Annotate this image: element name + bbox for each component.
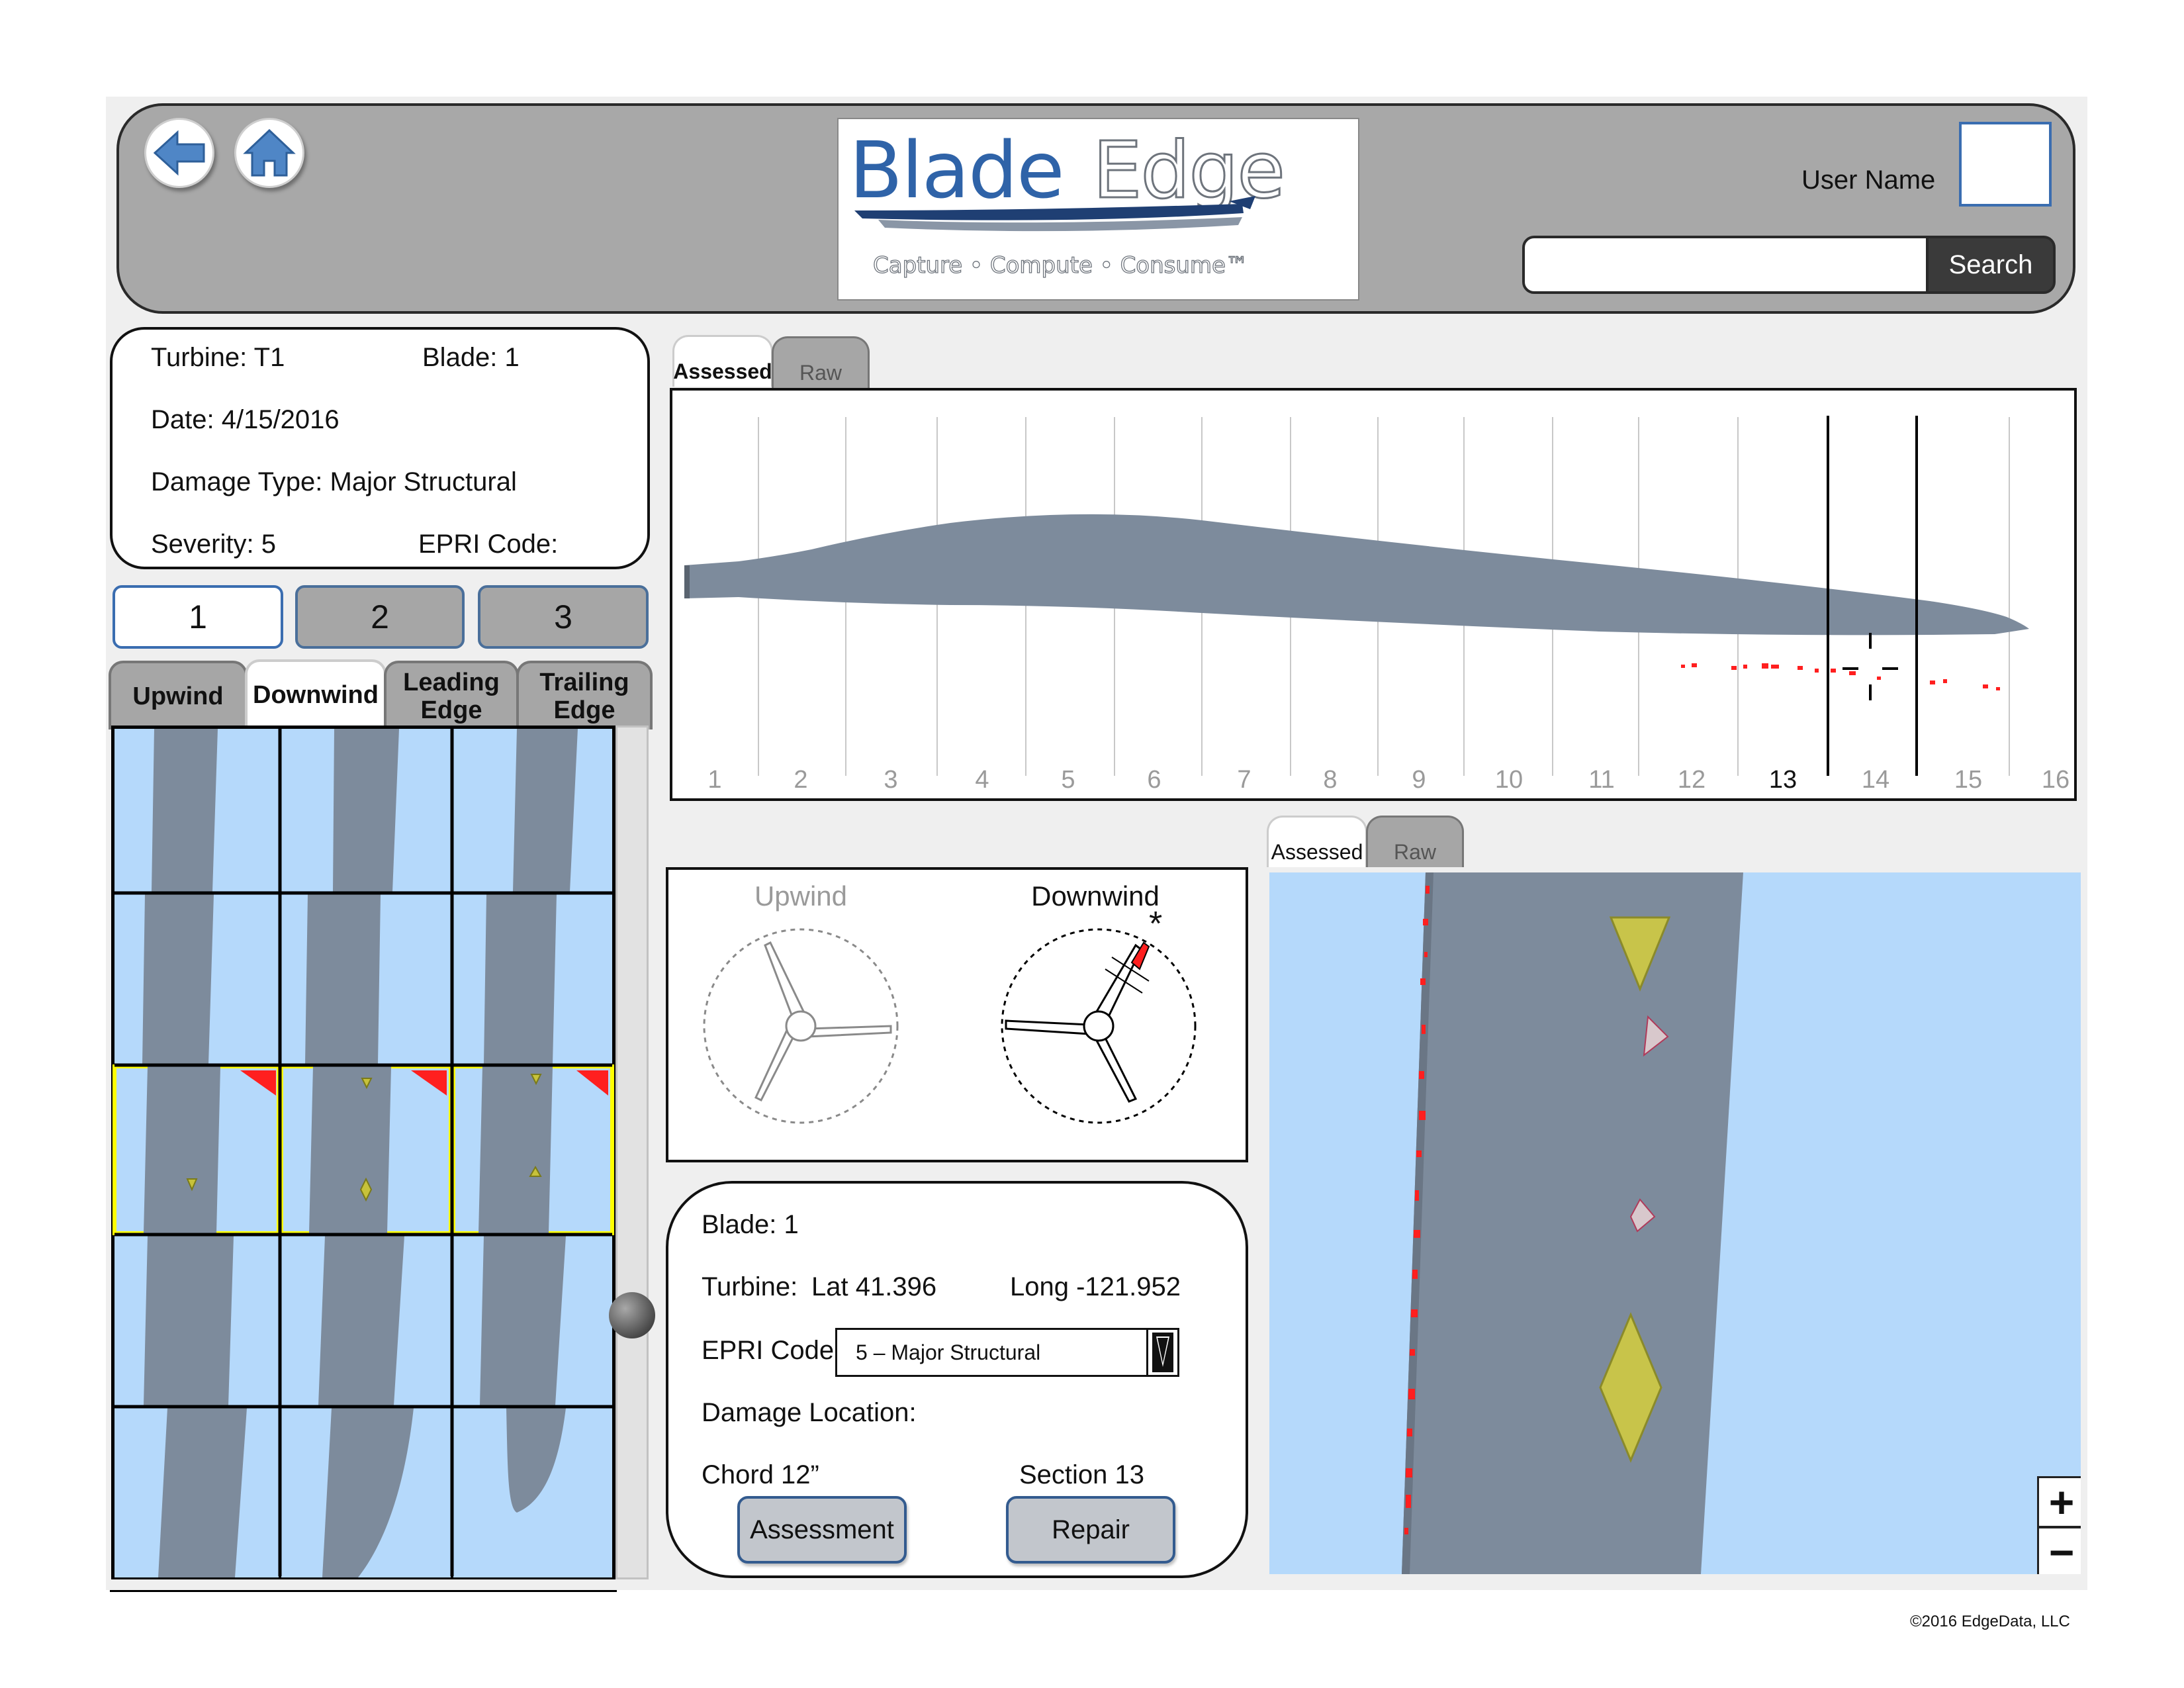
rotor-diagrams <box>703 928 1197 1124</box>
home-icon <box>243 128 296 177</box>
dropdown-arrow-icon <box>1152 1333 1173 1372</box>
tab-trailing-edge[interactable]: Trailing Edge <box>516 661 653 729</box>
epri-dropdown-button[interactable] <box>1146 1328 1179 1377</box>
section-label-3[interactable]: 3 <box>884 766 897 794</box>
severity-label: Severity: 5 <box>151 530 276 559</box>
blade-thumbnail[interactable] <box>114 894 279 1064</box>
damage-type-label: Damage Type: Major Structural <box>151 467 517 496</box>
blade-thumbnail[interactable] <box>453 729 612 892</box>
detail-longitude: Long -121.952 <box>1010 1272 1181 1301</box>
blade-2-button[interactable]: 2 <box>295 585 465 649</box>
grid-lines <box>114 729 612 1576</box>
turbine-label: Turbine: T1 <box>151 343 285 372</box>
epri-code-select[interactable]: 5 – Major Structural <box>835 1328 1179 1377</box>
section-label-13[interactable]: 13 <box>1769 766 1797 794</box>
tab-upwind[interactable]: Upwind <box>109 661 248 729</box>
zoom-in-button[interactable]: + <box>2037 1476 2081 1528</box>
section-label-9[interactable]: 9 <box>1412 766 1426 794</box>
tab-downwind[interactable]: Downwind <box>245 659 387 728</box>
svg-text:Blade: Blade <box>849 124 1064 216</box>
search-input[interactable] <box>1522 236 1930 294</box>
section-label-12[interactable]: 12 <box>1678 766 1706 794</box>
section-label-8[interactable]: 8 <box>1323 766 1337 794</box>
blade-3-button[interactable]: 3 <box>478 585 649 649</box>
section-label-7[interactable]: 7 <box>1237 766 1251 794</box>
blade-thumbnail[interactable] <box>281 1408 451 1577</box>
section-label-16[interactable]: 16 <box>2042 766 2070 794</box>
section-label-4[interactable]: 4 <box>975 766 989 794</box>
damage-asterisk: * <box>1149 905 1163 943</box>
section-label-6[interactable]: 6 <box>1147 766 1161 794</box>
detail-section: Section 13 <box>1019 1460 1145 1489</box>
epri-code-label: EPRI Code: <box>418 530 559 559</box>
svg-text:Edge: Edge <box>1093 124 1284 216</box>
blade-thumbnail[interactable] <box>281 894 451 1064</box>
tab-overview-assessed[interactable]: Assessed <box>672 335 773 387</box>
grid-bottom-rule <box>110 1590 617 1592</box>
downwind-rotor-icon <box>1001 928 1197 1124</box>
downwind-label: Downwind <box>1031 880 1160 912</box>
crosshair <box>1843 633 1898 700</box>
bladeedge-logo: Blade Edge Capture • Compute • Consume™ <box>837 118 1359 301</box>
zoom-out-button[interactable]: − <box>2037 1526 2081 1574</box>
upwind-label: Upwind <box>754 880 848 912</box>
blade-thumbnail[interactable] <box>114 1408 279 1577</box>
blade-image-grid <box>111 726 615 1579</box>
detail-latitude: Lat 41.396 <box>811 1272 937 1301</box>
back-button[interactable] <box>144 118 214 188</box>
section-label-11[interactable]: 11 <box>1588 766 1614 794</box>
tab-leading-edge[interactable]: Leading Edge <box>384 661 519 729</box>
blade-thumbnail-selected[interactable] <box>451 1064 614 1235</box>
rotor-diagram-panel: Upwind Downwind * <box>666 867 1248 1162</box>
thumbnail-scrollbar[interactable] <box>615 726 649 1579</box>
blade-thumbnail[interactable] <box>453 894 612 1064</box>
detail-turbine-label: Turbine: <box>702 1272 798 1301</box>
section-label-1[interactable]: 1 <box>707 766 721 794</box>
damage-markers <box>1404 886 1430 1534</box>
tab-detail-raw[interactable]: Raw <box>1366 816 1464 867</box>
blade-thumbnail[interactable] <box>453 1236 612 1405</box>
blade-shape <box>684 514 2029 635</box>
user-name-label: User Name <box>1801 165 1936 195</box>
upwind-rotor-icon <box>703 928 899 1124</box>
home-button[interactable] <box>234 118 304 188</box>
section-label-2[interactable]: 2 <box>794 766 807 794</box>
detail-epri-label: EPRI Code: <box>702 1336 842 1365</box>
blade-thumbnail[interactable] <box>281 1236 451 1405</box>
blade-warning-decals <box>1599 916 1671 1463</box>
date-label: Date: 4/15/2016 <box>151 405 340 434</box>
damage-info-card: Turbine: T1 Blade: 1 Date: 4/15/2016 Dam… <box>110 327 650 569</box>
search-button[interactable]: Search <box>1926 236 2056 294</box>
blade-thumbnail[interactable] <box>453 1408 612 1577</box>
blade-section-detail-image[interactable]: + − <box>1269 872 2081 1574</box>
section-label-5[interactable]: 5 <box>1061 766 1075 794</box>
tab-overview-raw[interactable]: Raw <box>772 336 870 388</box>
assessment-button[interactable]: Assessment <box>737 1496 907 1564</box>
blade-1-button[interactable]: 1 <box>113 585 283 649</box>
scrollbar-thumb[interactable] <box>609 1292 655 1338</box>
blade-thumbnail[interactable] <box>114 729 279 892</box>
section-label-10[interactable]: 10 <box>1495 766 1523 794</box>
blade-thumbnail[interactable] <box>114 1236 279 1405</box>
blade-thumbnail-selected[interactable] <box>279 1064 453 1235</box>
copyright-notice: ©2016 EdgeData, LLC <box>1910 1613 2070 1630</box>
svg-text:Capture • Compute • Consum: Capture • Compute • Consume™ <box>873 252 1248 279</box>
blade-thumbnail[interactable] <box>281 729 451 892</box>
section-label-14[interactable]: 14 <box>1862 766 1889 794</box>
blade-label: Blade: 1 <box>422 343 520 372</box>
back-arrow-icon <box>153 130 205 176</box>
detail-chord: Chord 12” <box>702 1460 819 1489</box>
tab-detail-assessed[interactable]: Assessed <box>1267 816 1367 867</box>
user-avatar-box[interactable] <box>1959 122 2052 207</box>
blade-thumbnail-selected[interactable] <box>113 1064 281 1235</box>
detail-blade: Blade: 1 <box>702 1210 799 1239</box>
repair-button[interactable]: Repair <box>1006 1496 1175 1564</box>
damage-markers <box>1681 663 2000 690</box>
detail-damage-location: Damage Location: <box>702 1398 917 1427</box>
section-label-15[interactable]: 15 <box>1954 766 1982 794</box>
